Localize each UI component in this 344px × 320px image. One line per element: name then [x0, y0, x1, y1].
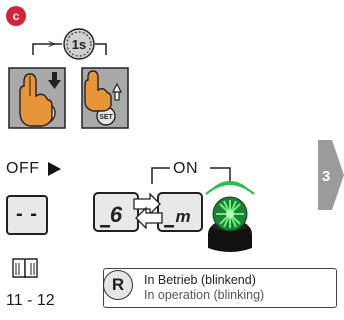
- display-on-right: [157, 192, 203, 232]
- arrow-up-icon: [112, 82, 122, 101]
- hand-pressing-icon: [19, 73, 53, 127]
- on-bracket: [151, 167, 231, 184]
- timer-label: 1s: [72, 37, 86, 52]
- bracket-left: [32, 43, 62, 55]
- r-badge: R: [103, 270, 133, 300]
- step-badge: c: [6, 6, 26, 26]
- manual-page-ref: 11 - 12: [6, 292, 55, 309]
- legend-line-de: In Betrieb (blinkend): [144, 273, 256, 287]
- next-step-number: 3: [322, 168, 331, 185]
- arrow-down-icon: [48, 72, 61, 89]
- play-arrow-icon: [48, 162, 61, 176]
- bracket-right: [95, 43, 107, 55]
- press-diagram: > 1s SET SET: [8, 28, 129, 129]
- display-on-left-text: 6: [110, 202, 123, 227]
- display-off-text: - -: [16, 203, 38, 225]
- blinking-led-icon: [205, 180, 255, 252]
- display-on-right-text: m: [175, 207, 190, 226]
- timer-icon: 1s: [63, 28, 95, 60]
- display-on-left: [93, 192, 139, 232]
- legend-line-en: In operation (blinking): [144, 288, 265, 302]
- on-label: ON: [173, 160, 198, 177]
- manual-book-icon: [12, 258, 38, 279]
- duration-symbol: >: [48, 37, 55, 51]
- swap-arrows-icon: [133, 192, 163, 230]
- hand-releasing-icon: [84, 70, 112, 112]
- off-label: OFF: [6, 160, 40, 177]
- legend-box: In Betrieb (blinkend) In operation (blin…: [103, 268, 337, 308]
- set-label-right: SET: [99, 114, 113, 121]
- next-step-tab: [318, 140, 344, 210]
- display-off: - -: [6, 195, 48, 235]
- display-on-group: 6 m: [93, 192, 203, 232]
